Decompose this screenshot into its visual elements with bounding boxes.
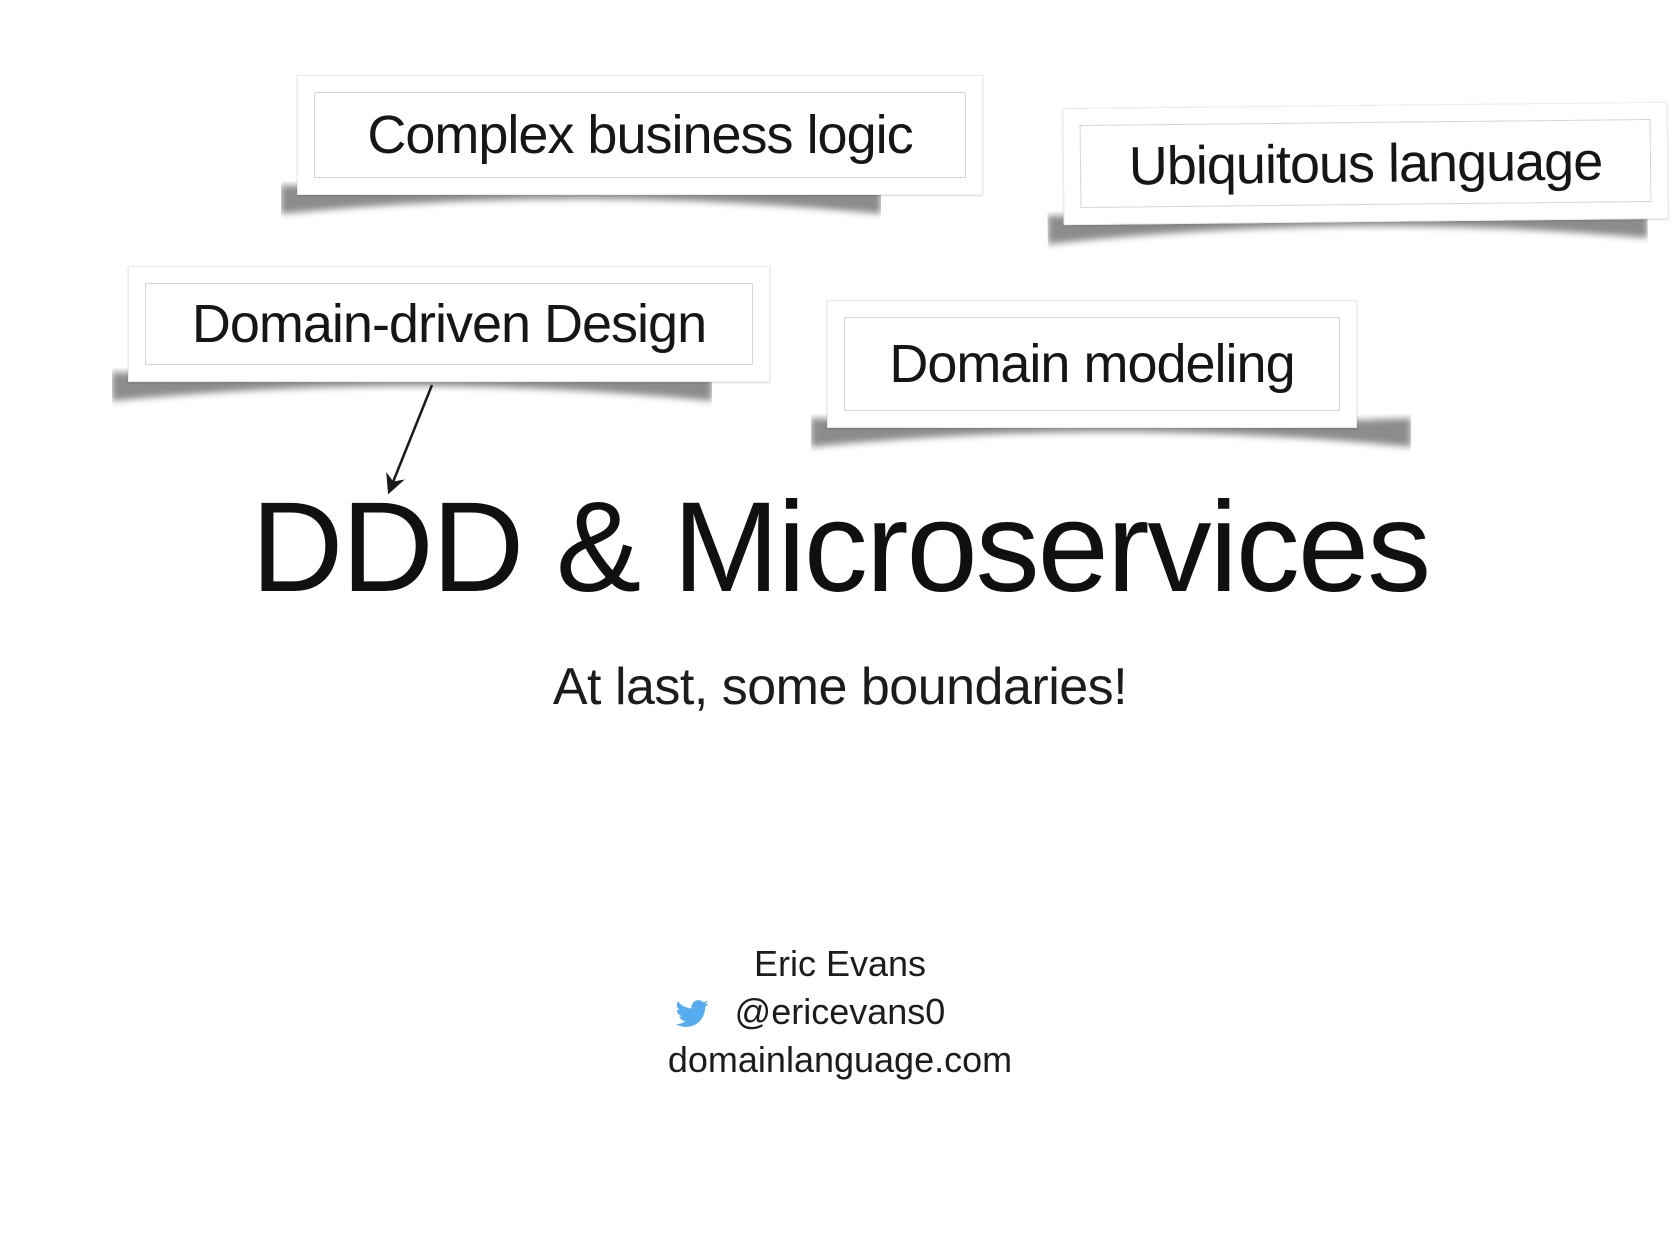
sticky-note-label: Ubiquitous language	[1079, 119, 1652, 208]
sticky-note-domain-modeling: Domain modeling	[811, 300, 1411, 447]
sticky-note-label: Complex business logic	[314, 92, 966, 178]
sticky-note-domain-driven-design: Domain-driven Design	[112, 266, 770, 401]
sticky-note-ubiquitous-language: Ubiquitous language	[1047, 101, 1669, 245]
sticky-note-complex-business-logic: Complex business logic	[281, 75, 983, 214]
speaker-info: Eric Evans @ericevans0 domainlanguage.co…	[0, 940, 1680, 1084]
speaker-name: Eric Evans	[753, 943, 927, 984]
twitter-bird-icon	[675, 1000, 709, 1027]
slide-title: DDD & Microservices	[250, 476, 1431, 619]
twitter-handle: @ericevans0	[734, 991, 946, 1032]
speaker-twitter-row: @ericevans0	[0, 988, 1680, 1036]
speaker-website: domainlanguage.com	[667, 1039, 1013, 1080]
sticky-note-label: Domain-driven Design	[145, 283, 753, 365]
sticky-note-label: Domain modeling	[844, 317, 1340, 411]
slide-subtitle: At last, some boundaries!	[552, 658, 1128, 716]
